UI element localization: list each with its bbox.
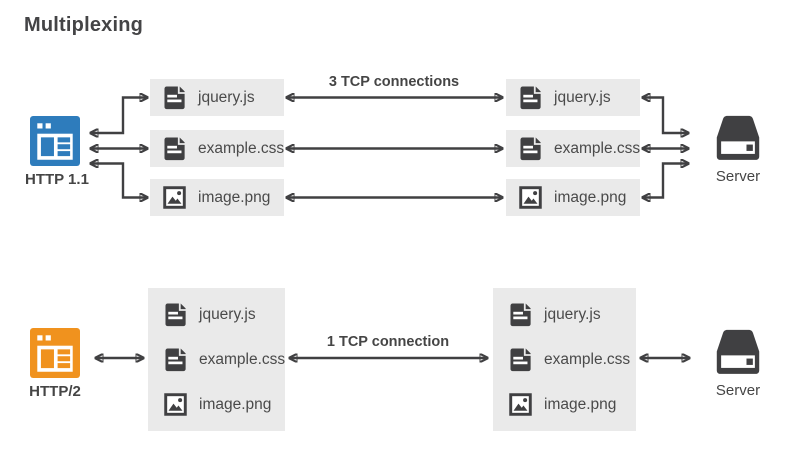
group-box-http2-right: jquery.js example.css image.png xyxy=(493,288,636,431)
page-title: Multiplexing xyxy=(24,14,144,36)
file-row: image.png xyxy=(148,391,285,418)
http2-client: HTTP/2 xyxy=(25,328,85,400)
browser-icon xyxy=(30,116,80,166)
file-row: example.css xyxy=(493,346,636,373)
file-box-http1-right-jquery: jquery.js xyxy=(506,79,640,116)
file-document-icon xyxy=(162,346,189,373)
http1-client-label: HTTP 1.1 xyxy=(25,171,89,188)
file-name: jquery.js xyxy=(554,88,611,106)
http1-server: Server xyxy=(708,113,768,185)
http2-server: Server xyxy=(708,327,768,399)
file-name: jquery.js xyxy=(544,305,601,323)
server-icon xyxy=(711,113,765,163)
file-name: example.css xyxy=(544,350,631,368)
server-icon xyxy=(711,327,765,377)
arrow-http1-image-server xyxy=(643,164,688,198)
file-box-http1-right-css: example.css xyxy=(506,130,640,167)
http1-client: HTTP 1.1 xyxy=(25,116,89,188)
file-document-icon xyxy=(162,301,189,328)
file-box-http1-left-jquery: jquery.js xyxy=(150,79,284,116)
http2-client-label: HTTP/2 xyxy=(29,383,81,400)
arrow-http1-jquery-server xyxy=(643,98,688,134)
file-name: image.png xyxy=(198,188,271,206)
browser-icon xyxy=(30,328,80,378)
tcp-connections-label-http1: 3 TCP connections xyxy=(328,74,460,90)
file-row: image.png xyxy=(493,391,636,418)
file-document-icon xyxy=(161,135,188,162)
file-image-icon xyxy=(161,184,188,211)
file-name: image.png xyxy=(199,395,272,413)
file-document-icon xyxy=(161,84,188,111)
file-name: example.css xyxy=(199,350,286,368)
file-name: jquery.js xyxy=(199,305,256,323)
file-document-icon xyxy=(517,84,544,111)
file-row: example.css xyxy=(148,346,285,373)
file-name: example.css xyxy=(554,139,641,157)
file-image-icon xyxy=(162,391,189,418)
file-name: jquery.js xyxy=(198,88,255,106)
tcp-connection-label-http2: 1 TCP connection xyxy=(326,334,450,350)
http1-server-label: Server xyxy=(715,168,761,185)
file-name: image.png xyxy=(554,188,627,206)
arrow-http1-client-jquery xyxy=(91,98,147,134)
file-name: example.css xyxy=(198,139,285,157)
http2-server-label: Server xyxy=(715,382,761,399)
file-box-http1-right-image: image.png xyxy=(506,179,640,216)
file-name: image.png xyxy=(544,395,617,413)
file-box-http1-left-image: image.png xyxy=(150,179,284,216)
group-box-http2-left: jquery.js example.css image.png xyxy=(148,288,285,431)
file-document-icon xyxy=(507,301,534,328)
file-image-icon xyxy=(517,184,544,211)
file-row: jquery.js xyxy=(148,301,285,328)
file-box-http1-left-css: example.css xyxy=(150,130,284,167)
arrow-http1-client-image xyxy=(91,164,147,198)
file-row: jquery.js xyxy=(493,301,636,328)
file-document-icon xyxy=(517,135,544,162)
file-document-icon xyxy=(507,346,534,373)
file-image-icon xyxy=(507,391,534,418)
